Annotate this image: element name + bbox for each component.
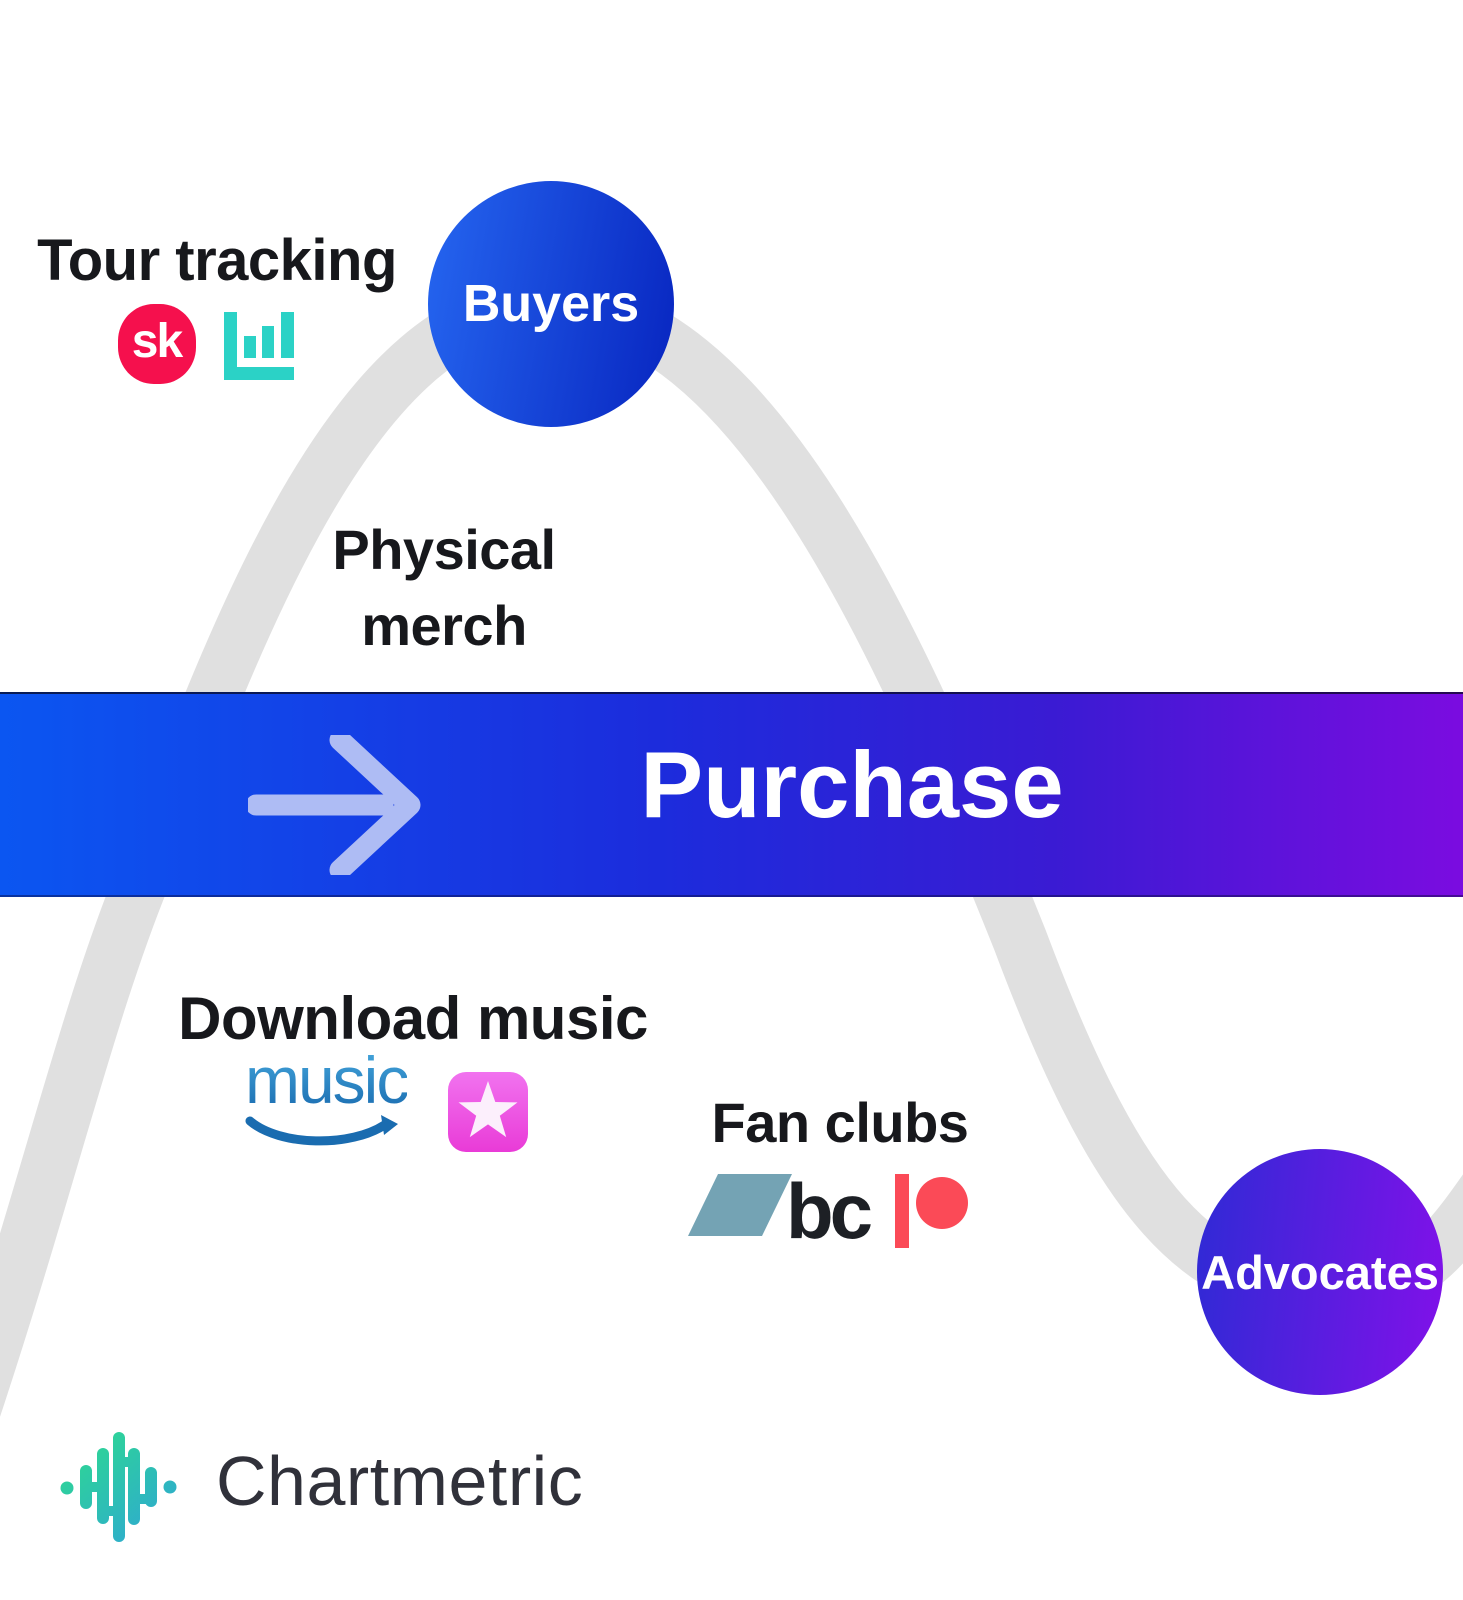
songkick-monogram: sk [131,315,183,368]
apple-music-star-icon [458,1081,518,1138]
bandcamp-icon [688,1174,792,1236]
bandcamp-monogram: bc [786,1167,873,1255]
download-music-label: Download music [178,985,648,1052]
amazon-smile-icon [245,1115,398,1146]
physical-merch-line1: Physical [332,518,556,581]
physical-merch-line2: merch [361,594,527,658]
tour-tracking-label: Tour tracking [37,228,397,293]
purchase-label: Purchase [640,732,1064,837]
physical-merch-label: Physical merch [244,512,644,664]
chartmetric-wordmark: Chartmetric [216,1442,584,1520]
fan-clubs-label: Fan clubs [711,1091,969,1154]
buyers-label: Buyers [462,275,640,333]
purchase-banner [0,692,1463,897]
patreon-icon-bar [895,1174,909,1248]
chartmetric-icon [60,1432,177,1542]
songkick-logo: sk [103,292,210,395]
amazon-music-logo: music [245,1043,409,1117]
bandsintown-logo [214,302,304,389]
songkick-icon: sk [117,303,196,384]
buyers-node: Buyers [428,181,674,427]
bandsintown-icon [224,311,294,380]
advocates-label: Advocates [1201,1245,1439,1299]
right-arrow-icon [248,735,421,875]
patreon-icon-circle [916,1177,968,1229]
apple-music-logo [448,1072,528,1152]
advocates-node: Advocates [1197,1149,1443,1395]
